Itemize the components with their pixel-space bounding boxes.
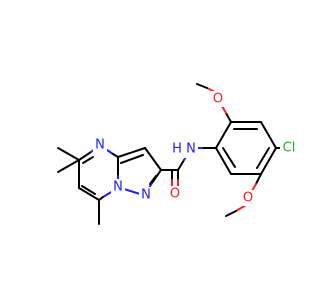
bond (256, 147, 270, 169)
bond (260, 147, 277, 175)
label-background (139, 187, 153, 203)
bond (222, 147, 236, 168)
bond (123, 188, 141, 195)
bond (215, 121, 232, 149)
label-background (280, 140, 298, 156)
label-background (211, 91, 225, 107)
atom-label-carbonyl-o: O (170, 187, 180, 202)
bond (225, 112, 232, 123)
label-background (93, 137, 107, 153)
bond (255, 173, 262, 185)
label-background (168, 186, 182, 202)
bond (149, 175, 157, 185)
label-background (171, 142, 183, 158)
bond-layer (57, 83, 282, 225)
atom-label-amide-h: H (172, 142, 182, 157)
atom-label-methoxy-top-o: O (213, 92, 223, 107)
atom-label-n-pyrimidine: N (95, 138, 105, 153)
bond (81, 185, 96, 195)
bond (196, 83, 208, 89)
bond (215, 147, 232, 175)
bond (120, 154, 144, 164)
label-background (184, 142, 198, 158)
atom-label-chloro: Cl (283, 141, 296, 156)
bond (117, 147, 146, 158)
label-background (241, 190, 255, 206)
atom-label-n-bridge: N (113, 180, 123, 195)
atom-label-amide-n: N (186, 142, 196, 157)
bond (225, 210, 237, 217)
bond (221, 105, 227, 114)
bond (78, 187, 100, 201)
bond (82, 156, 94, 164)
bond (57, 147, 80, 161)
bond (144, 147, 162, 171)
bond (78, 151, 92, 161)
label-background (111, 179, 125, 195)
atom-label-n-pyrazole: N (141, 188, 151, 203)
atom-label-methoxy-bottom-o: O (243, 191, 253, 206)
bond (177, 159, 185, 171)
atom-label-layer: N N N N H O Cl O O (93, 91, 298, 206)
molecule-diagram: N N N N H O Cl O O (57, 83, 298, 225)
bond (57, 159, 80, 173)
bond (260, 121, 277, 149)
structure-canvas: N N N N H O Cl O O (57, 83, 298, 225)
bond (251, 183, 257, 192)
